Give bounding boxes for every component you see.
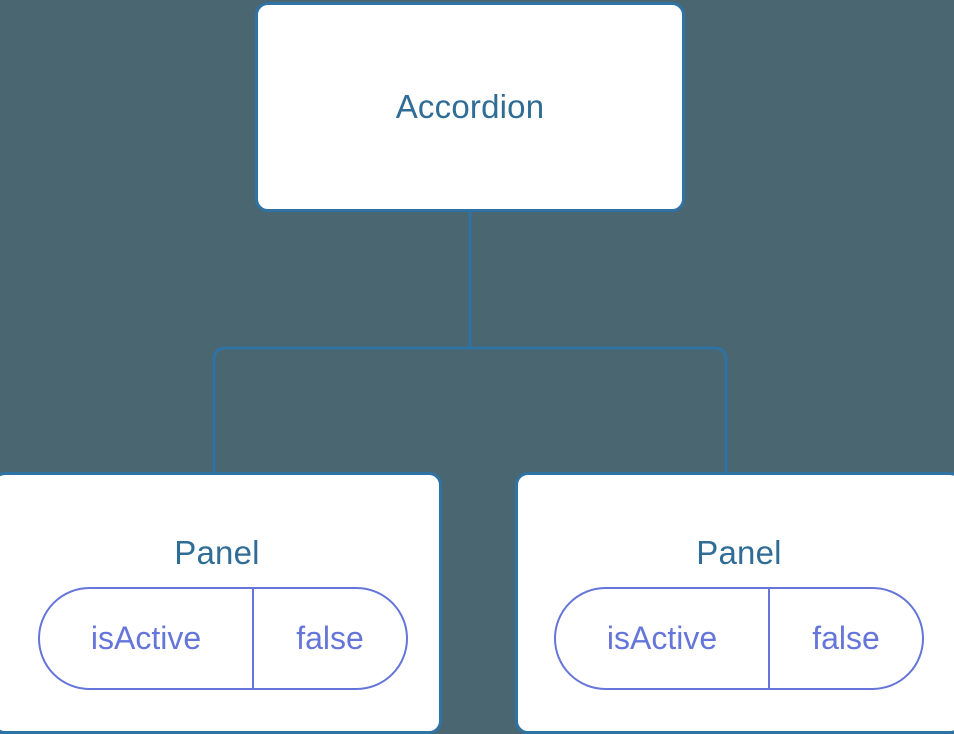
prop-value-isactive-0: false xyxy=(296,619,364,656)
node-title-accordion: Accordion xyxy=(395,88,545,126)
tree-node-accordion[interactable]: Accordion xyxy=(255,2,685,212)
prop-key-isactive-0: isActive xyxy=(40,589,254,689)
prop-value-isactive-1: false xyxy=(812,619,880,656)
tree-node-panel-1[interactable]: Panel isActive false xyxy=(515,472,954,734)
node-title-panel-0: Panel xyxy=(174,533,260,571)
connector-branch-right xyxy=(470,346,728,474)
node-title-panel-1: Panel xyxy=(696,533,782,571)
connector-branch-left xyxy=(212,346,470,474)
prop-pill-isactive-0[interactable]: isActive false xyxy=(38,587,408,691)
tree-node-panel-0[interactable]: Panel isActive false xyxy=(0,472,442,734)
prop-pill-isactive-1[interactable]: isActive false xyxy=(554,587,924,691)
prop-key-isactive-1: isActive xyxy=(556,589,770,689)
